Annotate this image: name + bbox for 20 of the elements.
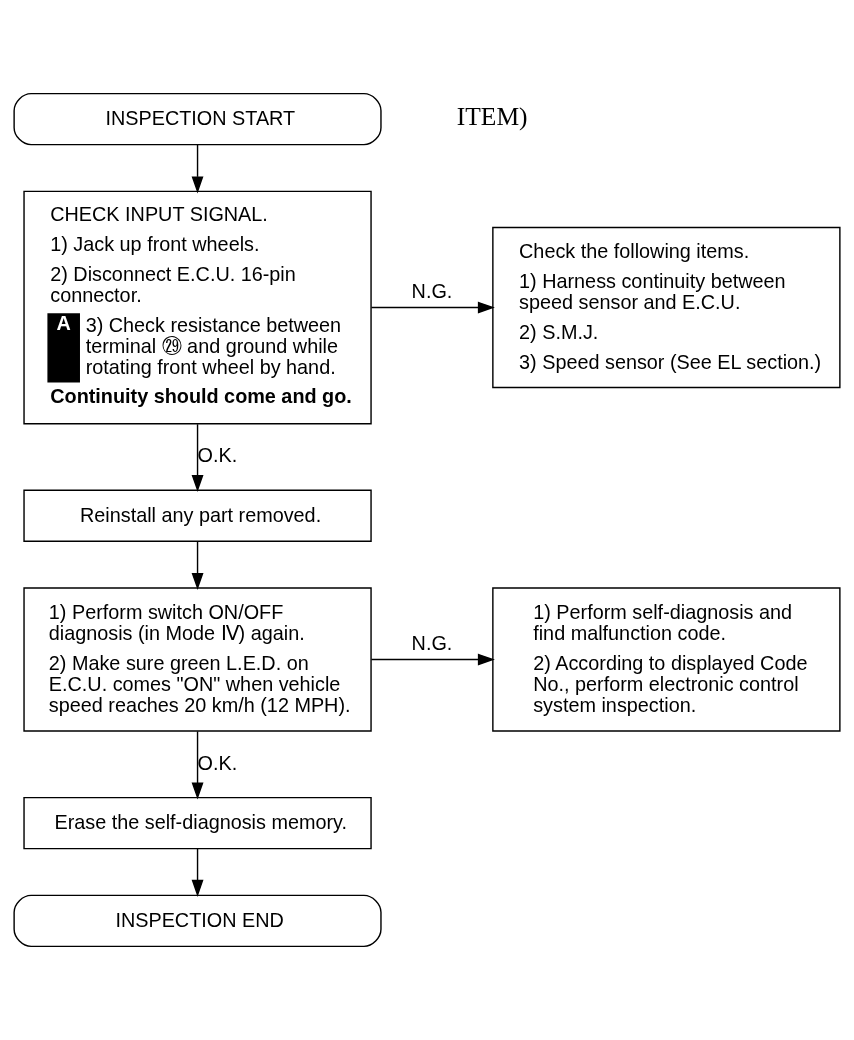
node-box: INSPECTION END xyxy=(13,894,382,948)
arrow xyxy=(370,301,495,314)
label: ITEM) xyxy=(456,102,528,132)
arrow xyxy=(370,653,495,666)
edge-label: O.K. xyxy=(197,751,238,774)
arrow xyxy=(191,730,204,800)
arrow xyxy=(191,423,204,493)
node-box: Check the following items. 1) Harness continuity between speed sensor and E.C.U. 2) S.M.J. 3) Speed sensor (See EL section.) xyxy=(492,226,841,389)
node-box: Erase the self-diagnosis memory. xyxy=(23,796,372,850)
edge-label: O.K. xyxy=(197,444,238,467)
node-box: INSPECTION START xyxy=(13,92,382,146)
node-box: CHECK INPUT SIGNAL. 1) Jack up front wheels. 2) Disconnect E.C.U. 16-pin connector. A 3) Check resistance between terminal ㉙ and ground while rotating front wheel by hand. Continuity should come and go. xyxy=(23,190,372,425)
node-box: Reinstall any part removed. xyxy=(23,489,372,542)
arrow xyxy=(191,848,204,897)
node-box: 1) Perform self-diagnosis and find malfunction code. 2) According to displayed Code No., perform electronic control system inspection. xyxy=(492,587,841,732)
arrow xyxy=(191,541,204,590)
node-box: 1) Perform switch ON/OFF diagnosis (in Mode Ⅳ) again. 2) Make sure green L.E.D. on E.C.U. comes "ON" when vehicle speed reaches 20 km/h (12 MPH). xyxy=(23,587,372,732)
edge-label: N.G. xyxy=(411,279,453,302)
edge-label: N.G. xyxy=(411,631,453,654)
arrow xyxy=(191,144,204,194)
